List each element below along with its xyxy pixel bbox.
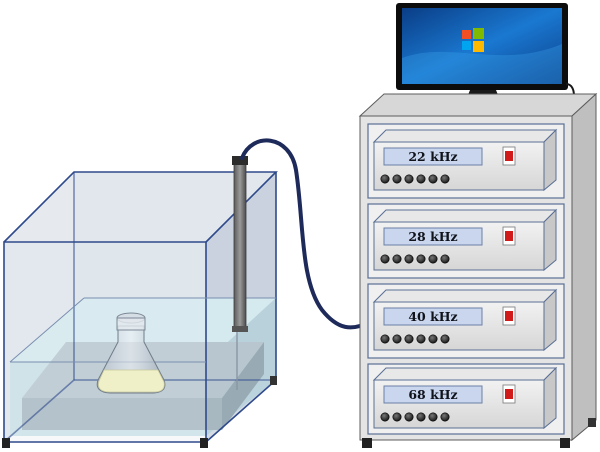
power-switch-icon[interactable] (505, 231, 513, 241)
platform-side (222, 342, 264, 430)
platform-front (22, 398, 222, 430)
ultrasonic-generator-unit: 68 kHz (372, 366, 558, 430)
control-knob-icon[interactable] (428, 174, 438, 184)
rack-foot (362, 438, 372, 448)
rack-foot (588, 418, 596, 427)
windows-logo-icon (462, 28, 484, 52)
control-knob-icon[interactable] (440, 334, 450, 344)
generator-top (372, 367, 558, 381)
control-knob-icon[interactable] (380, 254, 390, 264)
tank-foot (270, 376, 277, 385)
ultrasonic-generator-unit: 22 kHz (372, 128, 558, 192)
probe-cable (240, 138, 372, 330)
control-knob-icon[interactable] (440, 412, 450, 422)
rack-side (571, 92, 597, 442)
generator-top (372, 209, 558, 223)
frequency-display (383, 147, 483, 166)
control-knob-icon[interactable] (428, 412, 438, 422)
tank-front-glass (4, 242, 206, 442)
control-knob-icon[interactable] (404, 412, 414, 422)
control-knob-icon[interactable] (416, 334, 426, 344)
control-knob-icon[interactable] (392, 254, 402, 264)
control-knob-icon[interactable] (416, 254, 426, 264)
control-knob-icon[interactable] (380, 174, 390, 184)
control-knob-icon[interactable] (392, 334, 402, 344)
control-knob-icon[interactable] (428, 254, 438, 264)
power-switch-icon[interactable] (505, 151, 513, 161)
rack-foot (560, 438, 570, 448)
power-switch-icon[interactable] (505, 389, 513, 399)
generator-stack: 22 kHz 28 kHz 40 kHz 68 kHz (372, 128, 558, 430)
power-switch-icon[interactable] (505, 311, 513, 321)
control-knob-icon[interactable] (380, 334, 390, 344)
control-knob-icon[interactable] (404, 254, 414, 264)
frequency-display (383, 385, 483, 404)
control-knob-icon[interactable] (440, 254, 450, 264)
erlenmeyer-flask (96, 312, 166, 394)
control-knob-icon[interactable] (416, 174, 426, 184)
control-knob-icon[interactable] (404, 174, 414, 184)
control-knob-icon[interactable] (428, 334, 438, 344)
ultrasonic-bath-tank (2, 156, 278, 448)
flask-neck (116, 317, 146, 331)
ultrasonic-generator-unit: 40 kHz (372, 288, 558, 352)
tank-foot (2, 438, 10, 448)
control-knob-icon[interactable] (392, 174, 402, 184)
frequency-label: 68 kHz (408, 387, 457, 402)
control-knob-icon[interactable] (416, 412, 426, 422)
ultrasonic-probe (232, 156, 248, 390)
control-knob-icon[interactable] (392, 412, 402, 422)
rack-top (358, 93, 598, 117)
generator-top (372, 129, 558, 143)
frequency-label: 40 kHz (408, 309, 457, 324)
flask-liquid (98, 369, 165, 393)
frequency-display (383, 307, 483, 326)
ultrasonic-generator-unit: 28 kHz (372, 208, 558, 272)
control-knob-icon[interactable] (380, 412, 390, 422)
control-knob-icon[interactable] (404, 334, 414, 344)
generator-top (372, 289, 558, 303)
tank-foot (200, 438, 208, 448)
frequency-display (383, 227, 483, 246)
computer-monitor (396, 3, 575, 110)
frequency-label: 22 kHz (408, 149, 457, 164)
frequency-label: 28 kHz (408, 229, 457, 244)
control-knob-icon[interactable] (440, 174, 450, 184)
